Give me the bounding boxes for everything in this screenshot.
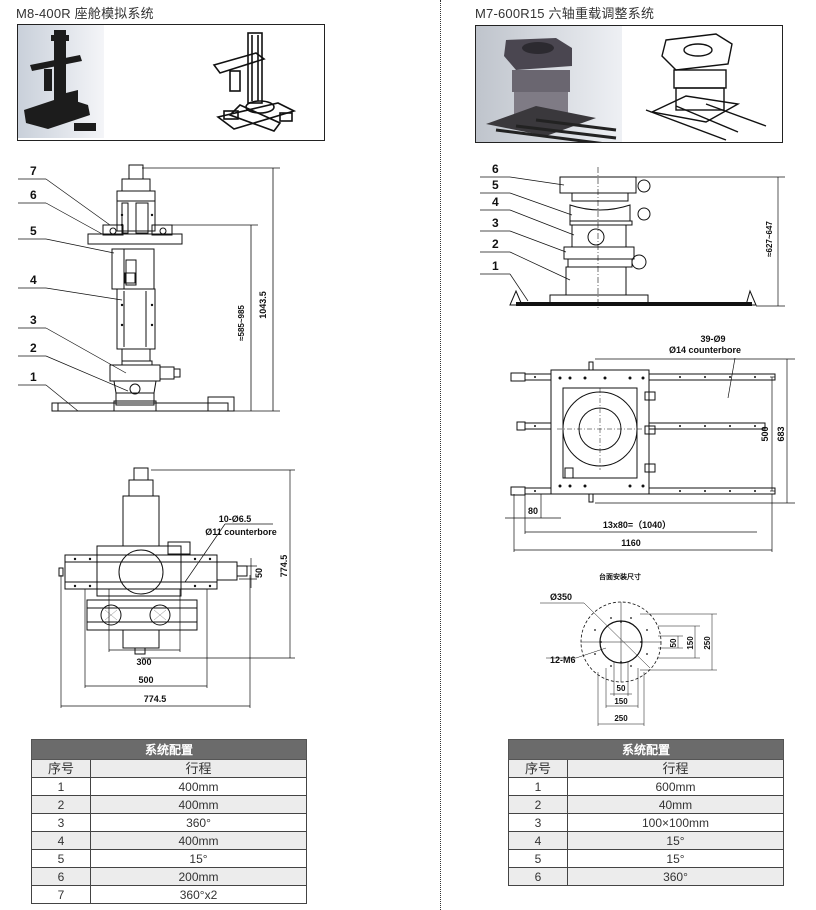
row-no: 4 <box>508 831 568 850</box>
row-travel: 15° <box>567 831 784 850</box>
right-top-dim-683: 683 <box>776 426 786 441</box>
row-travel: 400mm <box>90 777 307 796</box>
left-callout-1: 1 <box>30 370 37 384</box>
mount-v250: 250 <box>703 636 712 650</box>
right-top-note-holes: 39-Ø9 <box>700 334 725 344</box>
right-table-title: 系统配置 <box>508 739 784 760</box>
right-callout-1: 1 <box>492 259 499 273</box>
row-no: 2 <box>31 795 91 814</box>
right-callout-6: 6 <box>492 162 499 176</box>
left-table-title: 系统配置 <box>31 739 307 760</box>
row-travel: 40mm <box>567 795 784 814</box>
right-dim-height-range: ≈627~647 <box>765 221 774 257</box>
left-callout-6: 6 <box>30 188 37 202</box>
left-top-note-holes: 10-Ø6.5 <box>219 514 252 524</box>
row-no: 5 <box>508 849 568 868</box>
right-callout-2: 2 <box>492 237 499 251</box>
mount-v50: 50 <box>669 638 678 647</box>
left-dim-height-range: ≈585~985 <box>237 305 246 341</box>
left-callout-3: 3 <box>30 313 37 327</box>
row-no: 1 <box>31 777 91 796</box>
left-top-dim-50: 50 <box>254 568 264 578</box>
right-table-header-travel: 行程 <box>567 759 784 778</box>
row-no: 7 <box>31 885 91 904</box>
mount-title: 台面安装尺寸 <box>599 572 641 581</box>
left-front-view-drawing: 1043.5 ≈585~985 7 6 5 4 3 2 1 <box>18 155 288 425</box>
mount-holes: 12-M6 <box>550 655 576 665</box>
left-top-dim-height: 774.5 <box>279 555 289 578</box>
row-travel: 400mm <box>90 831 307 850</box>
mount-h150: 150 <box>614 697 628 706</box>
row-no: 6 <box>508 867 568 886</box>
left-callout-2: 2 <box>30 341 37 355</box>
left-top-view-drawing: 10-Ø6.5 Ø11 counterbore 50 774.5 300 500… <box>45 462 305 712</box>
row-travel: 360°x2 <box>90 885 307 904</box>
right-mount-drawing: 台面安装尺寸 Ø350 12-M6 50 150 250 50 150 250 <box>540 568 720 728</box>
right-front-view-drawing: 6 5 4 3 2 1 ≈627~647 <box>480 155 800 313</box>
right-top-view-drawing: 39-Ø9 Ø14 counterbore 500 683 80 13x80=（… <box>505 328 805 553</box>
left-top-note-counterbore: Ø11 counterbore <box>205 527 277 537</box>
row-no: 6 <box>31 867 91 886</box>
right-product-images <box>475 25 783 143</box>
row-no: 1 <box>508 777 568 796</box>
row-no: 4 <box>31 831 91 850</box>
left-product-images <box>17 24 325 141</box>
column-divider <box>440 0 441 910</box>
mount-diameter: Ø350 <box>550 592 572 602</box>
left-callout-7: 7 <box>30 164 37 178</box>
row-travel: 200mm <box>90 867 307 886</box>
left-table-header-travel: 行程 <box>90 759 307 778</box>
right-callout-5: 5 <box>492 178 499 192</box>
left-dim-total-height: 1043.5 <box>258 291 268 319</box>
row-no: 3 <box>31 813 91 832</box>
row-travel: 15° <box>567 849 784 868</box>
row-travel: 360° <box>90 813 307 832</box>
right-product-render <box>476 26 767 142</box>
row-travel: 360° <box>567 867 784 886</box>
left-top-dim-500: 500 <box>138 675 153 685</box>
left-callout-4: 4 <box>30 273 37 287</box>
row-travel: 100×100mm <box>567 813 784 832</box>
row-travel: 600mm <box>567 777 784 796</box>
left-table-header-no: 序号 <box>31 759 91 778</box>
row-no: 3 <box>508 813 568 832</box>
right-top-dim-1160: 1160 <box>621 538 641 548</box>
mount-v150: 150 <box>686 636 695 650</box>
row-no: 2 <box>508 795 568 814</box>
right-callout-3: 3 <box>492 216 499 230</box>
right-top-note-counterbore: Ø14 counterbore <box>669 345 741 355</box>
mount-h50: 50 <box>617 684 626 693</box>
left-product-render <box>18 25 297 138</box>
left-callout-5: 5 <box>30 224 37 238</box>
right-top-dim-500: 500 <box>760 426 770 441</box>
left-top-dim-width: 774.5 <box>144 694 167 704</box>
row-no: 5 <box>31 849 91 868</box>
row-travel: 400mm <box>90 795 307 814</box>
mount-h250: 250 <box>614 714 628 723</box>
left-top-dim-300: 300 <box>136 657 151 667</box>
right-top-dim-80: 80 <box>528 506 538 516</box>
row-travel: 15° <box>90 849 307 868</box>
right-top-dim-pitch: 13x80=（1040） <box>603 520 671 530</box>
right-table-header-no: 序号 <box>508 759 568 778</box>
right-section-title: M7-600R15 六轴重载调整系统 <box>475 6 655 21</box>
right-callout-4: 4 <box>492 195 499 209</box>
left-section-title: M8-400R 座舱模拟系统 <box>16 6 154 21</box>
